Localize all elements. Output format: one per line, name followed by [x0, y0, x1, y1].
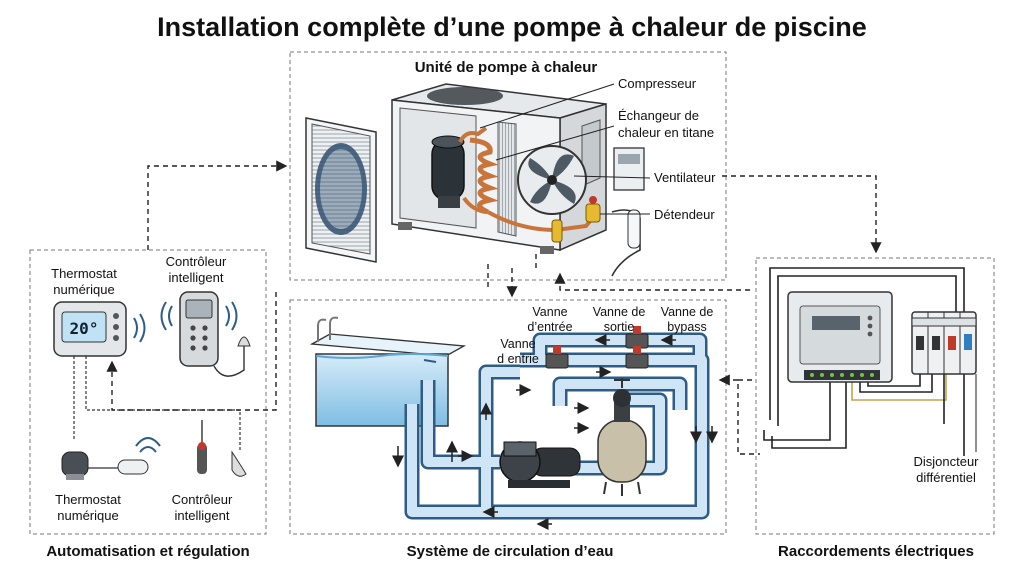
inlet-valve-label-line1: Vanne: [532, 305, 567, 319]
exchanger-label-line2: chaleur en titane: [618, 125, 714, 140]
temperature-sensor: [61, 451, 149, 480]
controller-box: [787, 291, 893, 383]
thermostat-wifi-icon: [133, 313, 146, 343]
controller-bottom-label-line2: intelligent: [175, 508, 230, 523]
outlet-valve-label-line1: Vanne de: [593, 305, 646, 319]
thermostat-bottom-label-line1: Thermostat: [55, 492, 121, 507]
heat-pump-unit: Compresseur Échangeur de chaleur en tita…: [305, 76, 716, 277]
automation-to-heatpump-link: [147, 160, 288, 250]
outlet-valve-label-line2: sortie: [604, 320, 635, 334]
page-title: Installation complète d’une pompe à chal…: [157, 12, 867, 42]
grill-panel: [305, 117, 377, 263]
water-section-box: [289, 299, 727, 535]
fan: [517, 145, 587, 215]
entry-valve-label-line1: Vanne: [500, 337, 535, 351]
water-section-title: Système de circulation d’eau: [407, 543, 614, 560]
controller-wifi-left-icon: [160, 301, 173, 331]
probe-sensor: [197, 420, 247, 477]
electrical-to-water-link: [737, 379, 760, 455]
sand-filter: [597, 378, 647, 496]
water-pump: [499, 441, 581, 488]
thermostat-display-value: 20°: [70, 319, 99, 338]
automation-devices: Thermostat numérique Contrôleur intellig…: [51, 254, 251, 523]
differential-breaker: [911, 311, 977, 375]
exchanger-leader: [495, 125, 615, 161]
titanium-heat-exchanger: [458, 126, 499, 215]
flow-arrows: [392, 334, 718, 530]
controller-bottom-label-line1: Contrôleur: [172, 492, 233, 507]
thermostat-top-label-line1: Thermostat: [51, 266, 117, 281]
outlet-valve: [625, 326, 649, 349]
bypass-valve-label-line2: bypass: [667, 320, 707, 334]
automation-section-box: [29, 249, 267, 535]
controller-wifi-right-icon: [225, 301, 238, 331]
inlet-valve-label-line2: d’entrée: [527, 320, 572, 334]
electrical-section-title: Raccordements électriques: [778, 543, 974, 560]
water-to-thermostat-link: [106, 292, 277, 411]
connection-lines: [106, 160, 882, 455]
fan-leader: [573, 175, 651, 179]
sensor-wifi-icon: [135, 437, 161, 453]
bypass-valve: [625, 346, 649, 369]
electrical-section-box: [755, 257, 995, 535]
heatpump-to-electrical-link: [722, 175, 882, 254]
electrical-panel: Disjoncteur différentiel: [763, 267, 979, 485]
compressor-label: Compresseur: [618, 76, 697, 91]
breaker-label-line1: Disjoncteur: [913, 454, 979, 469]
compressor-leader: [479, 83, 615, 129]
fan-label: Ventilateur: [654, 170, 716, 185]
sensor-cable: [73, 356, 241, 450]
expansion-valve: [487, 196, 601, 243]
digital-thermostat: 20°: [53, 301, 127, 357]
expansion-valve-label: Détendeur: [654, 207, 715, 222]
exchanger-label-line1: Échangeur de: [618, 108, 699, 123]
pool: [309, 316, 467, 427]
water-circulation: Vanne d’entrée Vanne de sortie Vanne de …: [309, 305, 718, 530]
controller-top-label-line1: Contrôleur: [166, 254, 227, 269]
breaker-label-line2: différentiel: [916, 470, 976, 485]
heat-pump-section-title: Unité de pompe à chaleur: [415, 59, 598, 76]
inlet-valve: [545, 346, 569, 369]
control-box: [611, 147, 645, 277]
entry-valve-label-line2: d entrie: [497, 352, 539, 366]
electrical-to-heatpump-link: [554, 272, 750, 291]
smart-controller: [179, 291, 251, 377]
thermostat-top-label-line2: numérique: [53, 282, 114, 297]
heatpump-water-return: [487, 254, 537, 290]
automation-section-title: Automatisation et régulation: [46, 543, 249, 560]
controller-top-label-line2: intelligent: [169, 270, 224, 285]
bypass-valve-label-line1: Vanne de: [661, 305, 714, 319]
heat-pump-section-box: [289, 51, 727, 281]
thermostat-bottom-label-line2: numérique: [57, 508, 118, 523]
compressor: [431, 135, 465, 208]
